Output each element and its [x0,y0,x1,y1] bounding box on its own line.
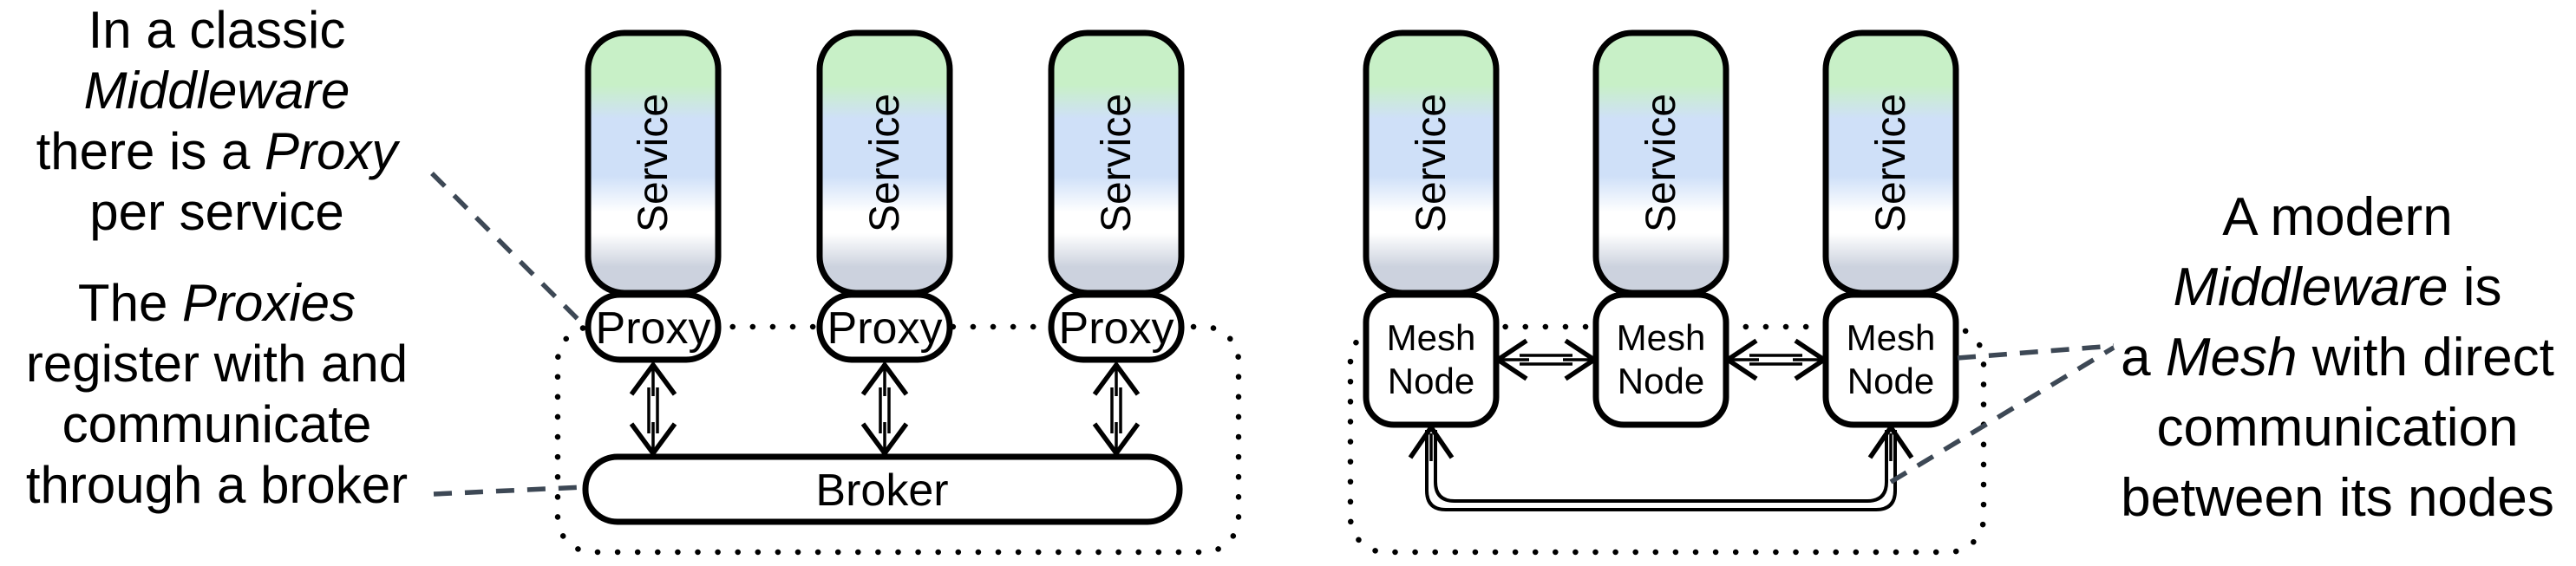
note-line: communication [2156,398,2519,458]
connector-mesh-arrow-note [1889,345,2115,485]
mesh-node-label: Mesh [1617,317,1706,358]
note-line: per service [89,183,344,241]
proxy-broker-arrow [1092,361,1141,458]
classic-middleware-boundary [554,323,1242,556]
note-line: Middleware [83,62,350,120]
service-capsule: Service [1592,29,1729,296]
mesh-node-box: Mesh Node [1592,291,1729,428]
note-line: between its nodes [2121,468,2554,528]
proxy-pill: Proxy [1048,291,1185,363]
service-capsule: Service [816,29,953,296]
proxy-label: Proxy [596,303,711,354]
service-label: Service [631,94,677,232]
connector-broker-note [433,485,585,497]
service-capsule: Service [1822,29,1959,296]
note-line: there is a Proxy [36,122,398,180]
proxy-pill: Proxy [585,291,722,363]
mesh-node-box: Mesh Node [1363,291,1500,428]
proxy-broker-arrow [860,361,909,458]
mesh-node-label: Node [1388,361,1474,401]
proxy-label: Proxy [827,303,943,354]
mesh-node-label: Mesh [1847,317,1936,358]
service-capsule: Service [1363,29,1500,296]
broker-box: Broker [582,453,1183,525]
note-line: A modern [2222,187,2453,247]
service-label: Service [1094,94,1140,232]
classic-broker-note: The Proxies register with and communicat… [0,273,434,516]
service-label: Service [862,94,908,232]
service-label: Service [1868,94,1914,232]
mesh-node-label: Node [1618,361,1704,401]
proxy-label: Proxy [1059,303,1174,354]
mesh-node-box: Mesh Node [1822,291,1959,428]
service-capsule: Service [585,29,722,296]
note-line: The Proxies [77,274,356,332]
mesh-direct-arrow [1408,423,1914,511]
note-line: communicate [62,395,372,453]
mesh-node-arrow [1723,338,1828,381]
mesh-node-arrow [1494,338,1599,381]
note-line: through a broker [25,456,409,514]
modern-mesh-note: A modern Middleware is a Mesh with direc… [2099,182,2576,533]
service-label: Service [1638,94,1684,232]
service-capsule: Service [1048,29,1185,296]
note-line: Middleware is [2173,257,2502,317]
connector-proxy-note [430,172,588,329]
note-line: register with and [25,335,409,393]
classic-proxy-note: In a classic Middleware there is a Proxy… [0,0,434,243]
broker-label: Broker [815,465,948,516]
proxy-broker-arrow [629,361,677,458]
proxy-pill: Proxy [816,291,953,363]
connector-mesh-node-note [1957,343,2115,361]
mesh-node-label: Node [1847,361,1934,401]
note-line: a Mesh with direct [2121,328,2554,387]
mesh-node-label: Mesh [1387,317,1476,358]
note-line: In a classic [88,1,346,59]
service-label: Service [1409,94,1455,232]
